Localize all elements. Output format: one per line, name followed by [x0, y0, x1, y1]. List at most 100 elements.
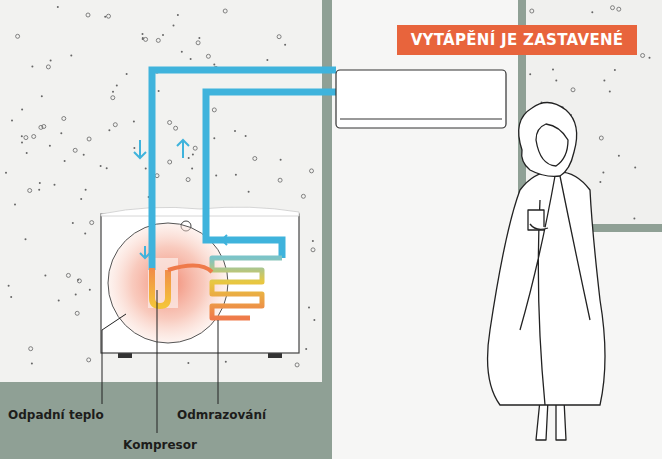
part-label: Odmrazování — [177, 408, 266, 422]
title-banner: VYTÁPĚNÍ JE ZASTAVENÉ — [397, 25, 638, 55]
part-label: Kompresor — [123, 438, 197, 452]
snowflake — [24, 136, 28, 140]
snowflake — [28, 189, 32, 193]
snowflake — [196, 41, 200, 45]
snowflake — [158, 90, 160, 92]
snowflake — [266, 59, 268, 61]
ground — [0, 382, 322, 459]
snowflake — [58, 300, 60, 302]
snowflake — [223, 9, 227, 13]
snowflake — [111, 96, 115, 100]
snowflake — [133, 121, 135, 123]
snowflake — [32, 135, 36, 139]
snowflake — [193, 146, 197, 150]
snowflake — [168, 121, 172, 125]
snowflake — [213, 137, 215, 139]
snowflake — [571, 88, 575, 92]
snowflake — [5, 172, 7, 174]
snowflake — [25, 238, 27, 240]
snowflake — [26, 152, 28, 154]
snowflake — [87, 358, 91, 362]
snowflake — [599, 181, 601, 183]
snowflake — [192, 154, 194, 156]
refrigerant-pipe — [206, 92, 336, 258]
snowflake — [599, 136, 603, 140]
flow-arrows — [134, 140, 236, 258]
snowflake — [187, 362, 189, 364]
snowflake — [555, 80, 557, 82]
snowflake — [188, 157, 190, 159]
snowflake — [49, 145, 51, 147]
snowflake — [225, 361, 227, 363]
snowflake — [308, 306, 310, 308]
snowflake — [245, 135, 247, 137]
snowflake — [84, 233, 86, 235]
snowflake — [617, 7, 621, 11]
snowflake — [144, 37, 148, 41]
snowflake — [72, 222, 74, 224]
snowflake — [126, 73, 128, 75]
snowflake — [552, 69, 554, 71]
snowflake — [634, 166, 636, 168]
snowflake — [87, 137, 91, 141]
snow-cap — [101, 207, 299, 216]
snowflake — [295, 363, 299, 367]
snowflake — [155, 174, 159, 178]
snowflake — [301, 194, 305, 198]
snowflake — [62, 117, 66, 121]
snowflake — [215, 175, 217, 177]
snowflake — [162, 34, 164, 36]
snowflake — [8, 285, 10, 287]
snowflake — [142, 37, 144, 39]
defrost-coil — [212, 258, 282, 318]
indoor-unit-vent — [340, 119, 502, 120]
snowflake — [83, 154, 85, 156]
snowflake — [73, 148, 77, 152]
snowflake — [312, 240, 314, 242]
snowflake — [177, 14, 179, 16]
snowflake — [212, 108, 216, 112]
snowflake — [253, 157, 257, 161]
snowflake — [191, 168, 193, 170]
snowflake — [213, 64, 215, 66]
snowflake — [277, 35, 281, 39]
snowflake — [618, 155, 620, 157]
snowflake — [190, 58, 192, 60]
snowflake — [106, 167, 108, 169]
snowflake — [248, 191, 250, 193]
snowflake — [39, 182, 41, 184]
snowflake — [235, 174, 237, 176]
snowflake — [173, 25, 175, 27]
snowflake — [174, 126, 178, 130]
snowflake — [77, 279, 79, 281]
snowflake — [60, 132, 62, 134]
snowflake — [44, 275, 46, 277]
snowflake — [75, 311, 79, 315]
snowflake — [633, 218, 635, 220]
snowflake — [591, 11, 593, 13]
snowflake — [530, 9, 534, 13]
hot-pipe — [168, 265, 212, 272]
snowflake — [529, 73, 531, 75]
snowflake — [11, 120, 13, 122]
snowflake — [21, 142, 23, 144]
snowflake — [39, 125, 43, 129]
outdoor-unit — [101, 214, 299, 353]
snowflake — [145, 168, 147, 170]
snowflake — [280, 159, 282, 161]
snowflake — [90, 221, 94, 225]
snowflake — [50, 59, 52, 61]
snowflake — [313, 319, 315, 321]
snowflake — [75, 294, 77, 296]
snowflake — [21, 135, 23, 137]
snowflake — [181, 51, 183, 53]
snowflake — [77, 279, 81, 283]
snowflake — [86, 13, 90, 17]
snowflake — [284, 44, 286, 46]
snowflake — [89, 289, 91, 291]
indoor-unit — [336, 70, 506, 128]
snowflake — [278, 178, 282, 182]
snowflake — [206, 54, 210, 58]
snowflake — [609, 91, 611, 93]
